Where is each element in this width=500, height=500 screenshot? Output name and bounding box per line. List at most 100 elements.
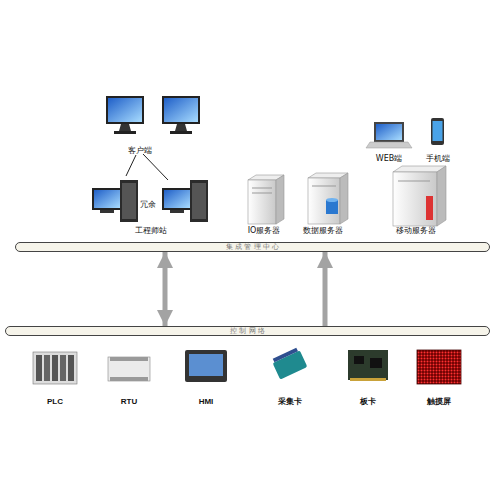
system-node: 客户端 bbox=[100, 92, 180, 155]
field-device: PLC bbox=[27, 346, 83, 406]
laptop-screen bbox=[376, 124, 402, 140]
node-label: 触摸屏 bbox=[427, 397, 451, 406]
mobile-server bbox=[393, 166, 446, 226]
monitor-screen bbox=[164, 190, 190, 208]
monitor-frame bbox=[162, 188, 192, 210]
band-label: 集 成 管 理 中 心 bbox=[226, 244, 278, 251]
node-label: 冗余 bbox=[140, 200, 156, 209]
server-side bbox=[276, 175, 284, 224]
system-node: 手机端 bbox=[420, 115, 456, 163]
laptop-base bbox=[366, 142, 412, 148]
monitor-screen bbox=[94, 190, 120, 208]
server-slot bbox=[312, 186, 336, 187]
laptop-icon bbox=[366, 122, 412, 148]
board-chip bbox=[354, 356, 364, 364]
node-label: 移动服务器 bbox=[396, 226, 436, 235]
system-node: WEB端 bbox=[366, 118, 412, 163]
system-node: IO服务器 bbox=[238, 172, 290, 235]
server-body bbox=[393, 172, 437, 226]
plc-module bbox=[52, 355, 58, 381]
server-side bbox=[437, 166, 446, 226]
board-chip bbox=[370, 358, 382, 368]
monitor-stand bbox=[175, 124, 187, 131]
field-device: 采集卡 bbox=[262, 346, 318, 406]
monitor-screen bbox=[164, 98, 198, 122]
rtu-terminal bbox=[110, 377, 148, 381]
server-side bbox=[340, 173, 348, 224]
io-server bbox=[248, 175, 284, 224]
node-label: WEB端 bbox=[376, 154, 402, 163]
server-stripe bbox=[426, 196, 433, 220]
node-label: 手机端 bbox=[426, 154, 450, 163]
database-top bbox=[326, 198, 338, 202]
system-node: 冗余工程师站 bbox=[88, 176, 213, 235]
hmi-icon bbox=[185, 350, 227, 382]
field-device: RTU bbox=[101, 346, 157, 406]
board-pins bbox=[350, 378, 386, 381]
led-panel-icon bbox=[417, 350, 461, 384]
rtu-body bbox=[108, 357, 150, 381]
phone-screen bbox=[433, 121, 443, 141]
system-node: 移动服务器 bbox=[384, 164, 448, 235]
plc-rack bbox=[33, 352, 77, 384]
connector-line bbox=[126, 155, 136, 176]
phone-body bbox=[431, 118, 444, 145]
workstation-pc bbox=[162, 180, 208, 222]
node-label: IO服务器 bbox=[248, 226, 281, 235]
plc-module bbox=[44, 355, 50, 381]
server-slot bbox=[252, 193, 272, 194]
pc-tower bbox=[120, 180, 138, 222]
server-body bbox=[248, 180, 276, 224]
node-label: PLC bbox=[47, 397, 63, 406]
hmi-frame bbox=[185, 350, 227, 382]
data-server bbox=[308, 173, 348, 224]
database-cylinder bbox=[326, 200, 338, 214]
plc-module bbox=[36, 355, 42, 381]
laptop-frame bbox=[374, 122, 404, 142]
node-label: 板卡 bbox=[360, 397, 376, 406]
server-slot bbox=[252, 188, 272, 189]
rtu-terminal bbox=[110, 357, 148, 361]
led-panel bbox=[417, 350, 461, 384]
server-body bbox=[308, 178, 340, 224]
monitor-frame bbox=[92, 188, 122, 210]
hmi-screen bbox=[189, 354, 223, 376]
network-band: 控 制 网 络 bbox=[5, 326, 490, 336]
board-body bbox=[348, 350, 388, 380]
plc-module bbox=[68, 355, 74, 381]
monitor-base bbox=[114, 131, 136, 134]
acquisition-card-icon bbox=[271, 347, 307, 380]
monitor-base bbox=[170, 210, 184, 213]
client-wire bbox=[143, 154, 168, 180]
rtu-icon bbox=[108, 357, 150, 381]
field-device: 板卡 bbox=[340, 346, 396, 406]
node-label: 客户端 bbox=[128, 146, 152, 155]
flow-arrow bbox=[163, 252, 168, 326]
client-monitor bbox=[162, 96, 200, 134]
field-device: HMI bbox=[178, 346, 234, 406]
pc-front bbox=[122, 183, 136, 219]
card-connector bbox=[273, 348, 298, 363]
server-slot bbox=[398, 181, 430, 182]
flow-arrow bbox=[323, 252, 328, 326]
phone-icon bbox=[431, 118, 444, 145]
monitor-base bbox=[100, 210, 114, 213]
node-label: 采集卡 bbox=[278, 397, 302, 406]
monitor-screen bbox=[108, 98, 142, 122]
monitor-frame bbox=[162, 96, 200, 124]
monitor-base bbox=[170, 131, 192, 134]
network-band: 集 成 管 理 中 心 bbox=[15, 242, 490, 252]
system-node: 数据服务器 bbox=[294, 170, 352, 235]
node-label: HMI bbox=[199, 397, 214, 406]
node-label: 数据服务器 bbox=[303, 226, 343, 235]
pc-tower bbox=[190, 180, 208, 222]
plc-module bbox=[60, 355, 66, 381]
plc-icon bbox=[33, 352, 77, 384]
field-device: 触摸屏 bbox=[411, 346, 467, 406]
pc-front bbox=[192, 183, 206, 219]
band-label: 控 制 网 络 bbox=[230, 328, 264, 335]
client-monitor bbox=[106, 96, 144, 134]
node-label: RTU bbox=[121, 397, 137, 406]
board-card-icon bbox=[348, 350, 388, 381]
